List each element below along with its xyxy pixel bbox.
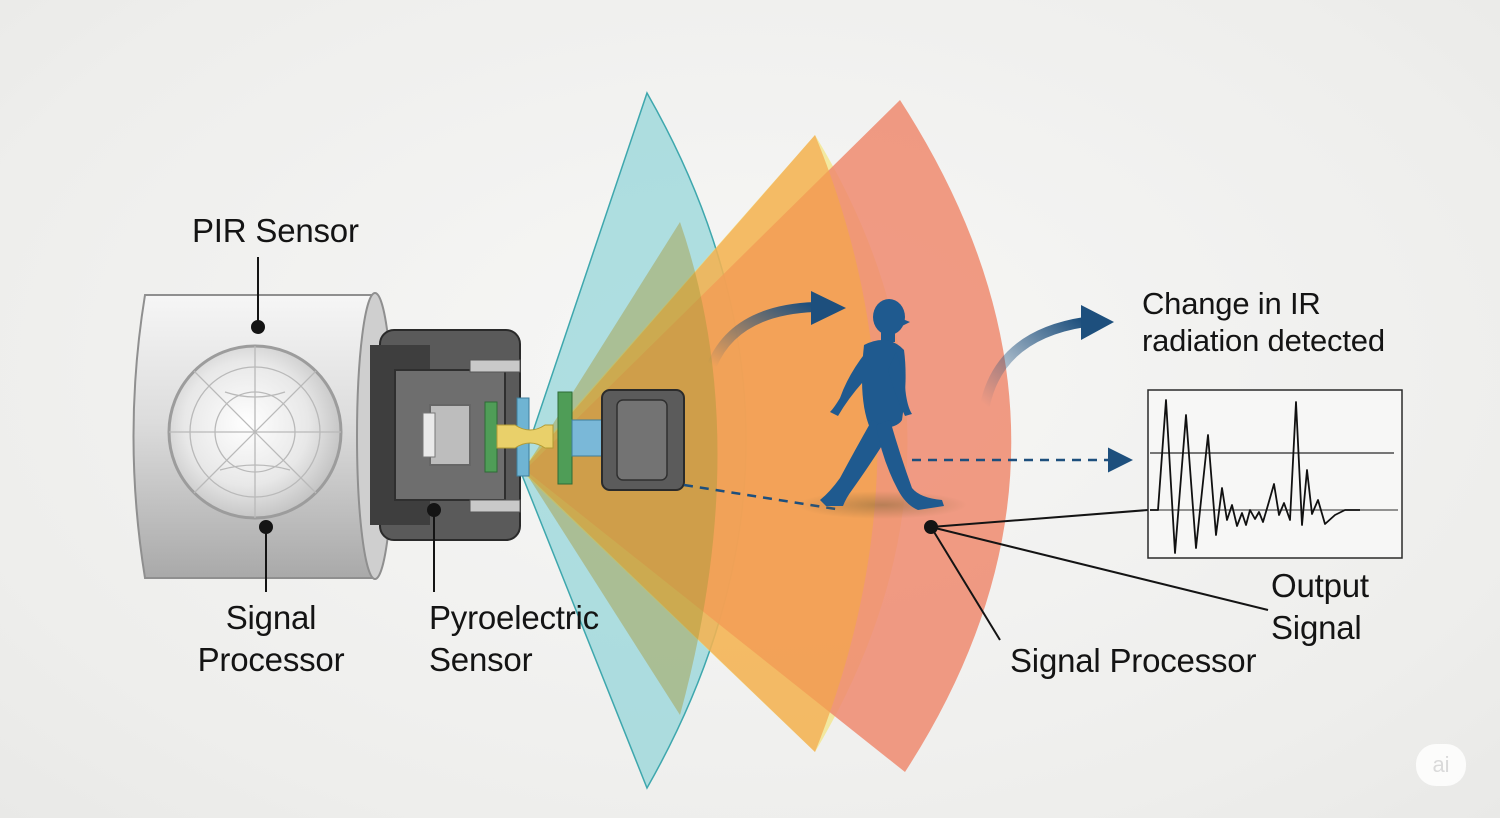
pir-sensor-dot [251,320,265,334]
pir-sensor-housing [132,292,685,580]
change-in-ir-label: Change in IR radiation detected [1142,286,1385,359]
change-in-ir-line2: radiation detected [1142,322,1385,358]
signal-processor-left-line2: Processor [197,640,345,678]
change-in-ir-line1: Change in IR [1142,286,1321,321]
signal-processor-right-label: Signal Processor [1010,642,1257,679]
output-signal-line2: Signal [1271,608,1362,646]
signal-processor-left-line1: Signal [225,599,317,636]
leader-lines [251,257,1269,641]
pyroelectric-sensor-line2: Sensor [429,640,533,678]
lens-facets [169,346,341,518]
output-signal-label: Output Signal [1271,565,1369,649]
signal-chart-icon [1147,389,1403,559]
curved-arrow-to-label-icon [980,305,1114,410]
pyroelectric-sensor-label: Pyroelectric Sensor [429,597,599,681]
signal-waveform [1150,399,1360,554]
watermark-badge: ai [1416,744,1466,786]
zone-orange [522,135,878,752]
signal-processor-left-label: Signal Processor [196,597,346,681]
pir-sensor-label: PIR Sensor [192,212,359,249]
walking-person-icon [820,299,944,510]
output-signal-line1: Output [1271,567,1369,604]
curved-arrow-icon [707,291,846,370]
pyroelectric-sensor-line1: Pyroelectric [429,599,599,636]
